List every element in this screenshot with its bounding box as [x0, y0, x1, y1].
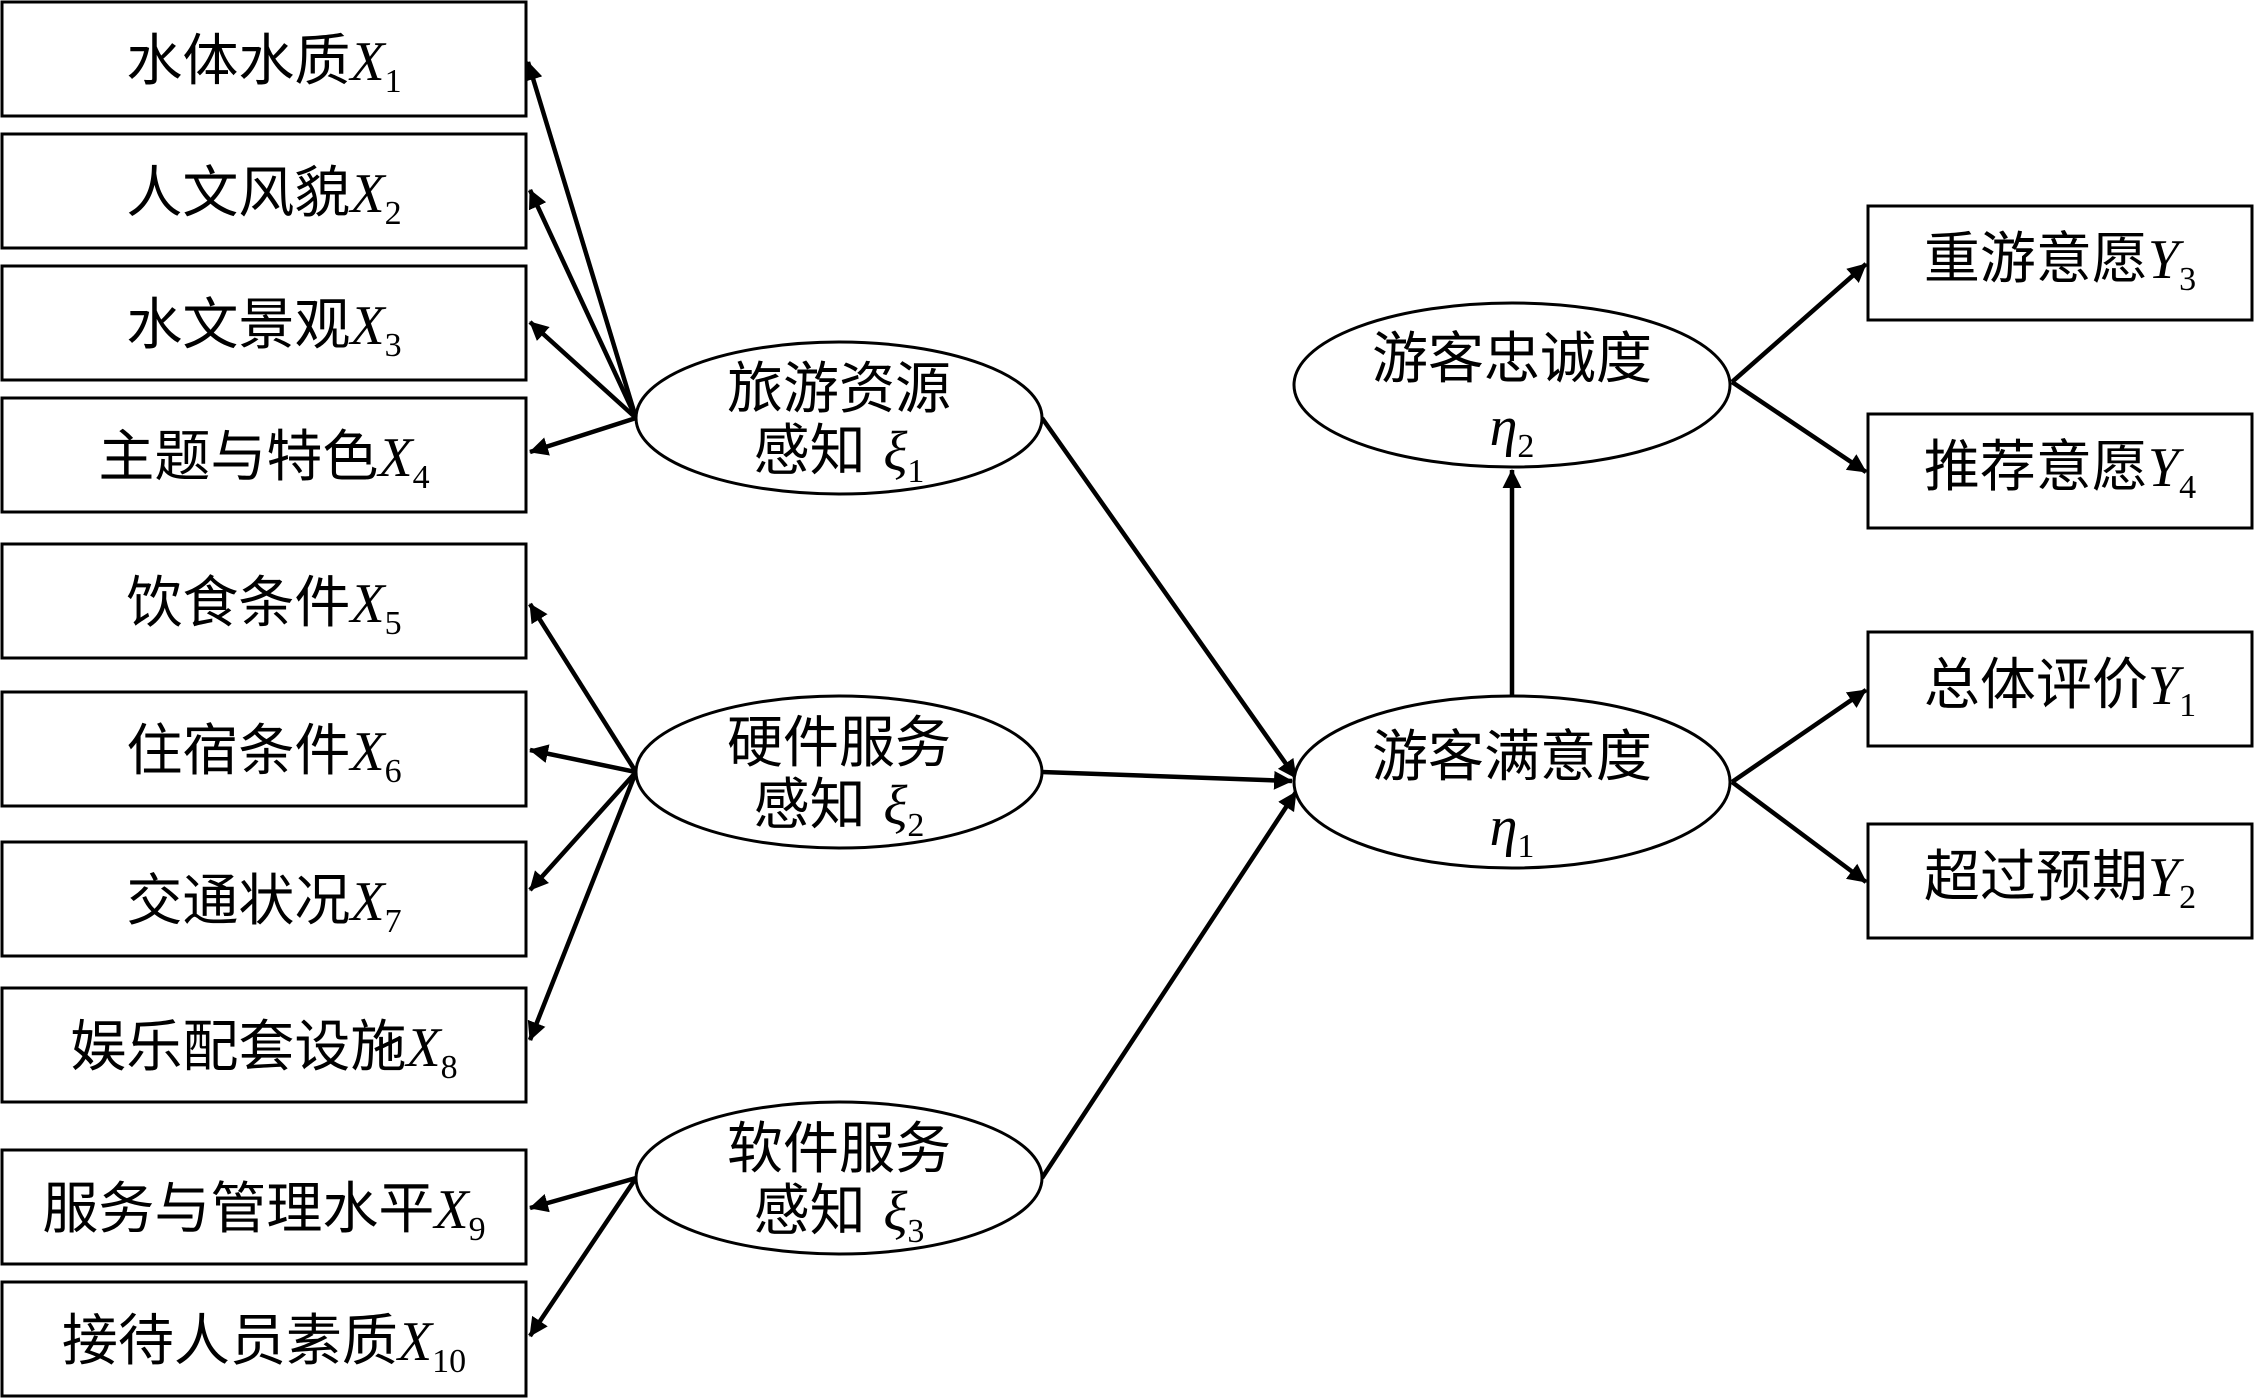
- indicator-label: 接待人员素质X10: [62, 1309, 466, 1380]
- latent-label-line1: 游客满意度: [1372, 725, 1652, 790]
- indicator-box: [0, 690, 528, 808]
- indicator-label: 超过预期Y2: [1924, 845, 2196, 916]
- indicator-box: [0, 840, 528, 958]
- indicator-label: 总体评价Y1: [1924, 653, 2196, 724]
- edge-xi1-eta1: [1040, 416, 1298, 780]
- indicator-y3: 重游意愿Y3: [1866, 204, 2254, 322]
- indicator-label: 服务与管理水平X9: [42, 1177, 485, 1248]
- indicator-y4: 推荐意愿Y4: [1866, 412, 2254, 530]
- indicator-x3: 水文景观X3: [0, 264, 528, 382]
- indicator-box: [0, 542, 528, 660]
- latent-label-line2: 感知 ξ2: [754, 773, 925, 844]
- latent-label-line2: 感知 ξ3: [754, 1179, 925, 1250]
- edge-xi2-x6: [529, 744, 637, 775]
- indicator-box: [1866, 822, 2254, 940]
- indicator-box: [1866, 204, 2254, 322]
- indicator-x1: 水体水质X1: [0, 0, 528, 118]
- edge-xi2-x5: [528, 602, 638, 774]
- latent-label-line1: 旅游资源: [727, 357, 951, 422]
- indicator-label: 交通状况X7: [126, 869, 401, 940]
- latent-eta1: 游客满意度 η1: [1292, 694, 1732, 870]
- edge-xi3-x9: [529, 1175, 637, 1213]
- edge-eta2-y4: [1730, 380, 1868, 474]
- edge-eta1-y1: [1730, 688, 1868, 784]
- latent-eta2: 游客忠诚度 η2: [1292, 301, 1732, 469]
- indicator-y2: 超过预期Y2: [1866, 822, 2254, 940]
- indicator-x6: 住宿条件X6: [0, 690, 528, 808]
- edge-xi2-eta1: [1041, 769, 1293, 790]
- latent-label-line2: η2: [1490, 396, 1535, 465]
- indicator-x7: 交通状况X7: [0, 840, 528, 958]
- indicator-box: [0, 396, 528, 514]
- latent-xi2: 硬件服务 感知 ξ2: [634, 694, 1044, 850]
- latent-xi3: 软件服务 感知 ξ3: [634, 1100, 1044, 1256]
- indicator-x9: 服务与管理水平X9: [0, 1148, 528, 1266]
- latent-label-line1: 硬件服务: [727, 711, 951, 776]
- latent-label-line2: 感知 ξ1: [754, 419, 925, 490]
- indicator-label: 娱乐配套设施X8: [70, 1015, 457, 1086]
- indicator-label: 饮食条件X5: [126, 571, 401, 642]
- edge-xi2-x7: [528, 770, 638, 892]
- indicator-label: 主题与特色X4: [98, 425, 429, 496]
- edge-eta2-y3: [1730, 262, 1868, 384]
- indicator-x5: 饮食条件X5: [0, 542, 528, 660]
- edges: [524, 61, 1868, 1338]
- indicator-box: [0, 1148, 528, 1266]
- latent-label-line2: η1: [1490, 796, 1535, 865]
- edge-xi1-x3: [528, 320, 638, 420]
- edge-xi1-x4: [529, 415, 637, 456]
- indicator-y1: 总体评价Y1: [1866, 630, 2254, 748]
- latent-ellipse: [634, 694, 1044, 850]
- edge-xi1-x2: [527, 189, 639, 419]
- latent-xi1: 旅游资源 感知 ξ1: [634, 340, 1044, 496]
- indicator-x2: 人文风貌X2: [0, 132, 528, 250]
- indicator-box: [1866, 412, 2254, 530]
- indicator-label: 住宿条件X6: [126, 719, 401, 790]
- indicator-box: [0, 0, 528, 118]
- edge-xi1-x1: [524, 61, 639, 419]
- indicator-label: 水文景观X3: [126, 293, 401, 364]
- latent-ellipse: [1292, 301, 1732, 469]
- latent-ellipse: [634, 1100, 1044, 1256]
- indicator-box: [0, 1280, 528, 1398]
- indicator-x10: 接待人员素质X10: [0, 1280, 528, 1398]
- edge-xi3-x10: [528, 1176, 638, 1338]
- edge-xi2-x8: [527, 771, 639, 1041]
- latent-label-line1: 游客忠诚度: [1372, 327, 1652, 392]
- indicator-box: [1866, 630, 2254, 748]
- indicator-label: 人文风貌X2: [126, 161, 401, 232]
- indicator-x4: 主题与特色X4: [0, 396, 528, 514]
- indicator-box: [0, 264, 528, 382]
- edge-xi3-eta1: [1040, 790, 1298, 1180]
- indicator-label: 推荐意愿Y4: [1924, 435, 2196, 506]
- indicator-x8: 娱乐配套设施X8: [0, 986, 528, 1104]
- edge-eta1-y2: [1730, 780, 1868, 884]
- latent-label-line1: 软件服务: [727, 1117, 951, 1182]
- indicator-box: [0, 986, 528, 1104]
- latent-ellipse: [634, 340, 1044, 496]
- indicator-box: [0, 132, 528, 250]
- latent-ellipse: [1292, 694, 1732, 870]
- indicator-label: 水体水质X1: [126, 29, 401, 100]
- indicator-label: 重游意愿Y3: [1924, 227, 2196, 298]
